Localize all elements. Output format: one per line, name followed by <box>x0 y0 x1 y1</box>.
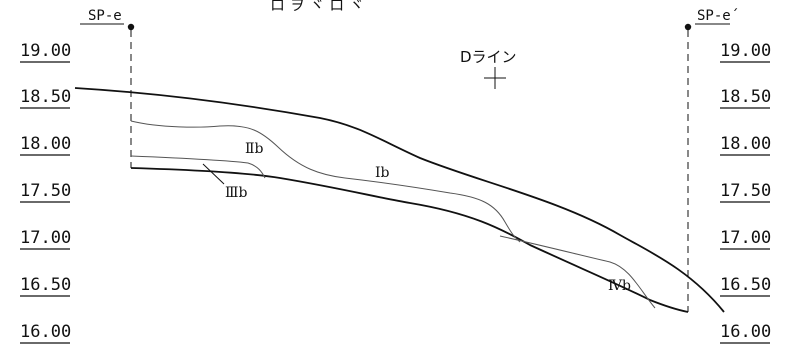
layer-label-IIIb: Ⅲb <box>225 185 248 201</box>
layer-label-Ib: Ⅰb <box>375 165 390 181</box>
right-elev-label-6: 16.50 <box>720 275 771 295</box>
layer-label-IIb: Ⅱb <box>245 141 264 157</box>
left-elev-label-3: 18.00 <box>20 134 71 154</box>
right-elev-label-4: 17.50 <box>720 181 771 201</box>
layer-IIIb-leader <box>202 163 225 185</box>
right-elev-label-2: 18.50 <box>720 87 771 107</box>
right-elev-label-1: 19.00 <box>720 41 771 61</box>
right-elev-5: 17.00 <box>720 228 771 250</box>
layer-IIb-top-boundary <box>130 120 521 243</box>
left-elev-5: 17.00 <box>20 228 71 250</box>
right-elev-label-3: 18.00 <box>720 134 771 154</box>
left-elev-label-6: 16.50 <box>20 275 71 295</box>
borehole-left: SP-e <box>80 8 135 168</box>
left-elev-label-4: 17.50 <box>20 181 71 201</box>
left-elev-1: 19.00 <box>20 41 71 63</box>
left-elev-label-7: 16.00 <box>20 322 71 342</box>
d-line-label: Dライン <box>460 48 517 66</box>
left-elev-7: 16.00 <box>20 322 71 344</box>
borehole-right-marker <box>684 23 692 31</box>
right-elev-6: 16.50 <box>720 275 771 297</box>
layer-IVb-top-boundary <box>499 235 656 309</box>
left-elev-4: 17.50 <box>20 181 71 203</box>
layer-IIIb-top-boundary <box>130 155 266 179</box>
right-elev-2: 18.50 <box>720 87 771 109</box>
ground-surface-line <box>74 87 725 313</box>
right-elev-4: 17.50 <box>720 181 771 203</box>
borehole-right: SP-e´ <box>684 8 739 312</box>
left-elevation-scale: 19.00 18.50 18.00 17.50 17.00 16.50 16.0… <box>20 41 71 344</box>
right-elev-3: 18.00 <box>720 134 771 156</box>
borehole-left-marker <box>127 23 135 31</box>
left-elev-label-5: 17.00 <box>20 228 71 248</box>
right-elevation-scale: 19.00 18.50 18.00 17.50 17.00 16.50 16.0… <box>720 41 771 344</box>
left-elev-label-2: 18.50 <box>20 87 71 107</box>
section-title-fragment: ロ゙ ヲ ヾ ロ ヾ <box>270 0 364 14</box>
right-elev-7: 16.00 <box>720 322 771 344</box>
borehole-right-label: SP-e´ <box>697 8 739 24</box>
left-elev-3: 18.00 <box>20 134 71 156</box>
left-elev-label-1: 19.00 <box>20 41 71 61</box>
d-line-marker: Dライン <box>460 48 517 89</box>
right-elev-label-7: 16.00 <box>720 322 771 342</box>
right-elev-1: 19.00 <box>720 41 771 63</box>
lower-boundary-line <box>130 167 689 313</box>
layer-label-IVb: Ⅳb <box>608 278 631 294</box>
left-elev-2: 18.50 <box>20 87 71 109</box>
borehole-left-label: SP-e <box>88 8 122 24</box>
right-elev-label-5: 17.00 <box>720 228 771 248</box>
left-elev-6: 16.50 <box>20 275 71 297</box>
